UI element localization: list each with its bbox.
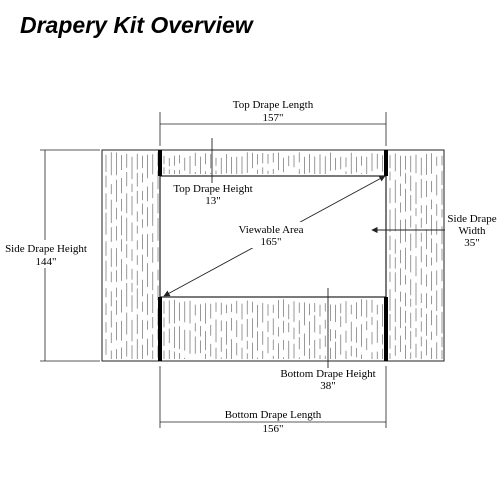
right-side-drape — [385, 149, 445, 362]
top-length-dimension: Top Drape Length 157" — [159, 99, 387, 146]
side-height-label: Side Drape Height — [5, 243, 87, 255]
viewable-label: Viewable Area — [238, 224, 303, 236]
viewable-value: 165" — [261, 236, 282, 248]
side-height-value: 144" — [36, 256, 57, 268]
side-width-label-1: Side Drape — [447, 213, 496, 225]
top-height-label: Top Drape Height — [173, 183, 252, 195]
top-length-label: Top Drape Length — [233, 99, 314, 111]
left-side-drape — [101, 149, 161, 362]
page-title: Drapery Kit Overview — [20, 12, 253, 38]
bottom-length-value: 156" — [263, 423, 284, 435]
top-height-value: 13" — [205, 195, 221, 207]
post-top-left — [158, 150, 162, 176]
viewable-diagonal: Viewable Area 165" — [163, 175, 386, 297]
bottom-length-label: Bottom Drape Length — [225, 409, 322, 421]
bottom-height-label: Bottom Drape Height — [280, 368, 375, 380]
side-width-value: 35" — [464, 237, 480, 249]
post-bottom-right — [384, 297, 388, 361]
side-width-dimension: Side Drape Width 35" — [371, 213, 497, 249]
top-length-value: 157" — [263, 112, 284, 124]
bottom-length-dimension: Bottom Drape Length 156" — [159, 366, 387, 435]
post-top-right — [384, 150, 388, 176]
support-posts — [158, 150, 388, 361]
bottom-height-dimension: Bottom Drape Height 38" — [280, 288, 376, 392]
post-bottom-left — [158, 297, 162, 361]
side-width-label-2: Width — [458, 225, 486, 237]
bottom-height-value: 38" — [320, 380, 336, 392]
side-height-dimension: Side Drape Height 144" — [2, 149, 100, 362]
